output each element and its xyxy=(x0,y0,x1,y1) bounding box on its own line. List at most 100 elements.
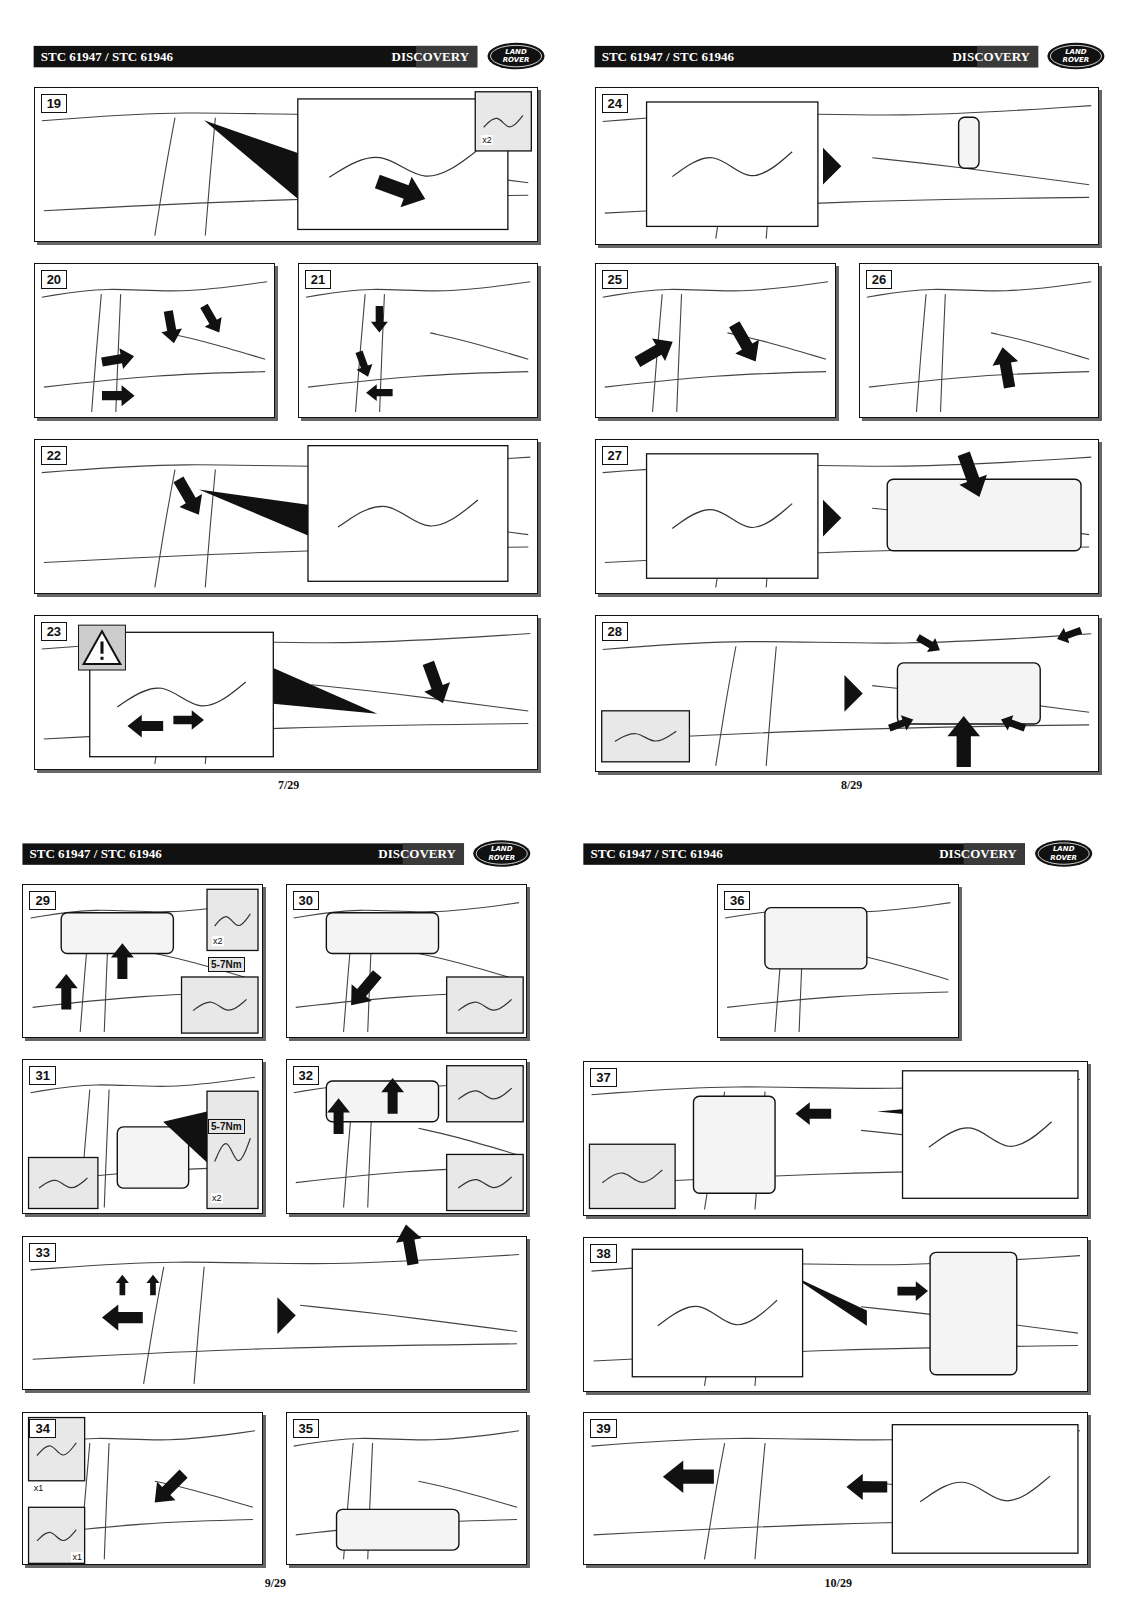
sketch-line xyxy=(144,1267,164,1384)
step-number: 25 xyxy=(602,270,628,289)
inset-sketch xyxy=(458,999,512,1010)
part-body xyxy=(326,913,438,954)
direction-arrow xyxy=(375,175,425,208)
inset-sketch xyxy=(117,682,245,707)
step-panel: 33 xyxy=(22,1236,527,1390)
inset-frame xyxy=(29,1507,85,1563)
page-number: 10/29 xyxy=(825,1576,852,1590)
step-panel: 39 xyxy=(583,1412,1088,1565)
step-number: 37 xyxy=(590,1068,616,1087)
step-illustration xyxy=(34,439,539,594)
inset-sketch xyxy=(458,1177,512,1188)
step-panel: 28 xyxy=(595,615,1100,772)
step-panel: 32 xyxy=(286,1059,528,1214)
page-number: 7/29 xyxy=(278,778,299,792)
model-name: DISCOVERY xyxy=(392,49,470,65)
inset-sketch xyxy=(193,999,247,1010)
inset-frame xyxy=(308,446,508,582)
panel-ground xyxy=(22,884,263,1038)
step-illustration xyxy=(22,1412,263,1565)
step-number: 22 xyxy=(41,446,67,465)
step-number: 34 xyxy=(29,1419,55,1438)
step-panel: 21 xyxy=(298,263,539,418)
sketch-line xyxy=(869,372,1089,388)
inset-sketch xyxy=(215,1138,251,1161)
step-number: 19 xyxy=(41,94,67,113)
inset-frame xyxy=(29,1418,85,1481)
torque-value: 5-7Nm xyxy=(208,957,245,972)
quantity: x1 xyxy=(71,1552,83,1562)
direction-arrow xyxy=(102,1305,143,1331)
logo-ring xyxy=(1050,45,1101,66)
inset-sketch xyxy=(658,1300,777,1325)
panel-ground xyxy=(859,263,1100,418)
inset-frame xyxy=(207,889,258,950)
step-panel: 36 xyxy=(717,884,959,1038)
step-number: 27 xyxy=(602,446,628,465)
logo-text: LAND xyxy=(1065,48,1087,56)
part-body xyxy=(693,1096,775,1193)
direction-arrow xyxy=(366,384,393,401)
direction-arrow xyxy=(146,1275,159,1295)
step-number: 32 xyxy=(293,1066,319,1085)
part-number: STC 61947 / STC 61946 xyxy=(602,49,734,65)
panel-ground xyxy=(298,263,539,418)
warning-dot xyxy=(100,657,103,660)
direction-arrow xyxy=(161,310,182,343)
panel-ground xyxy=(22,1236,527,1390)
direction-arrow xyxy=(200,304,221,333)
sketch-line xyxy=(31,1255,519,1270)
step-number: 21 xyxy=(305,270,331,289)
sketch-line xyxy=(155,118,175,236)
step-number: 35 xyxy=(293,1419,319,1438)
step-number: 31 xyxy=(29,1066,55,1085)
inset-frame xyxy=(447,1154,523,1210)
step-illustration xyxy=(595,87,1100,245)
quantity: x2 xyxy=(211,1193,223,1203)
step-illustration xyxy=(286,884,528,1038)
direction-arrow xyxy=(663,1460,714,1493)
part-number: STC 61947 / STC 61946 xyxy=(590,846,722,862)
sketch-line xyxy=(44,372,265,388)
sketch-line xyxy=(872,158,1089,185)
sketch-line xyxy=(155,470,175,588)
logo-oval xyxy=(473,840,530,867)
warning-triangle xyxy=(84,631,121,664)
panel-ground xyxy=(583,1237,1088,1392)
step-illustration xyxy=(583,1237,1088,1392)
step-panel: 35 xyxy=(286,1412,528,1565)
direction-arrow xyxy=(729,321,759,361)
step-panel: 23 xyxy=(34,615,539,770)
sketch-line xyxy=(104,1443,109,1559)
panel-ground xyxy=(286,884,528,1038)
direction-arrow xyxy=(381,1078,404,1114)
panel-ground xyxy=(22,1412,263,1565)
direction-arrow xyxy=(1001,715,1026,731)
panel-ground xyxy=(34,615,539,770)
step-number: 38 xyxy=(590,1244,616,1263)
model-name: DISCOVERY xyxy=(952,49,1030,65)
direction-arrow xyxy=(127,715,163,738)
panel-ground xyxy=(34,263,276,418)
step-illustration xyxy=(22,1059,263,1214)
panel-ground xyxy=(595,263,837,418)
step-panel: 34 xyxy=(22,1412,263,1565)
part-body xyxy=(765,908,867,969)
sketch-line xyxy=(418,1481,517,1507)
sketch-line xyxy=(766,646,776,766)
step-panel: 26 xyxy=(859,263,1100,418)
inset-sketch xyxy=(215,914,251,926)
inset-frame xyxy=(207,1091,258,1208)
direction-arrow xyxy=(102,385,135,406)
step-number: 36 xyxy=(724,891,750,910)
direction-arrow xyxy=(897,1281,928,1301)
logo-text: ROVER xyxy=(503,56,530,64)
direction-arrow xyxy=(1057,627,1082,643)
inset-frame xyxy=(447,1066,523,1122)
quantity: x2 xyxy=(481,135,493,145)
logo-oval xyxy=(1035,840,1092,867)
panel-ground xyxy=(583,1412,1088,1565)
inset-sketch xyxy=(484,115,523,127)
direction-arrow xyxy=(958,452,987,497)
inset-frame xyxy=(182,977,258,1033)
